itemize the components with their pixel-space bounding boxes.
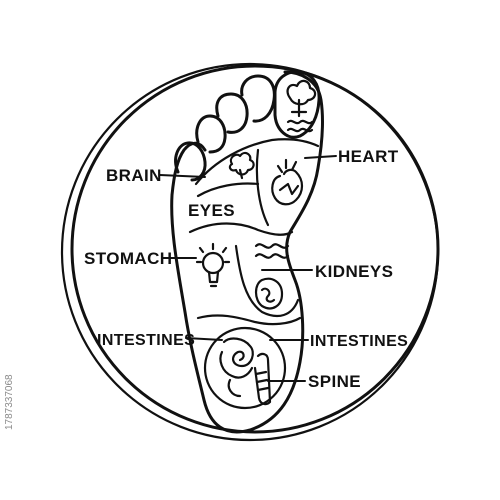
label-stomach: STOMACH: [84, 249, 172, 268]
divider-eyes-heart: [255, 148, 270, 227]
circle-frame: [60, 62, 440, 442]
label-brain: BRAIN: [106, 166, 162, 185]
organ-icons: [195, 79, 317, 406]
zone-dividers: [188, 138, 320, 410]
leader-brain: [159, 174, 206, 178]
spine-icon: [253, 352, 272, 406]
heel-circle: [203, 326, 287, 410]
toe-third: [215, 92, 249, 134]
toe-second: [240, 74, 276, 123]
label-spine: SPINE: [308, 372, 361, 391]
divider-upper-mid: [188, 222, 294, 236]
stock-id-watermark: 1787337068: [4, 374, 15, 430]
leader-lines: [159, 155, 337, 382]
divider-brain-eyes: [196, 182, 260, 198]
leader-intestines-left: [185, 337, 223, 341]
divider-toes: [194, 138, 320, 186]
toe-big: [273, 70, 321, 139]
intestine-icon: [219, 337, 254, 398]
wave-icon: [254, 243, 290, 259]
labels: BRAIN EYES HEART STOMACH KIDNEYS INTESTI…: [84, 147, 408, 391]
kidney-icon: [254, 277, 284, 310]
label-intestines-left: INTESTINES: [97, 332, 195, 349]
heart-icon: [271, 158, 304, 206]
label-eyes: EYES: [188, 201, 235, 220]
label-kidneys: KIDNEYS: [315, 262, 393, 281]
label-intestines-right: INTESTINES: [310, 333, 408, 350]
leader-heart: [304, 155, 337, 159]
label-heart: HEART: [338, 147, 399, 166]
bulb-icon: [195, 242, 231, 288]
divider-kidney-zone: [234, 244, 300, 318]
brain-icon: [228, 151, 255, 180]
tree-icon: [286, 79, 317, 133]
foot-outline: [170, 70, 324, 434]
toe-small: [174, 141, 207, 182]
divider-mid-heel: [196, 314, 302, 326]
toe-fourth: [195, 114, 227, 154]
